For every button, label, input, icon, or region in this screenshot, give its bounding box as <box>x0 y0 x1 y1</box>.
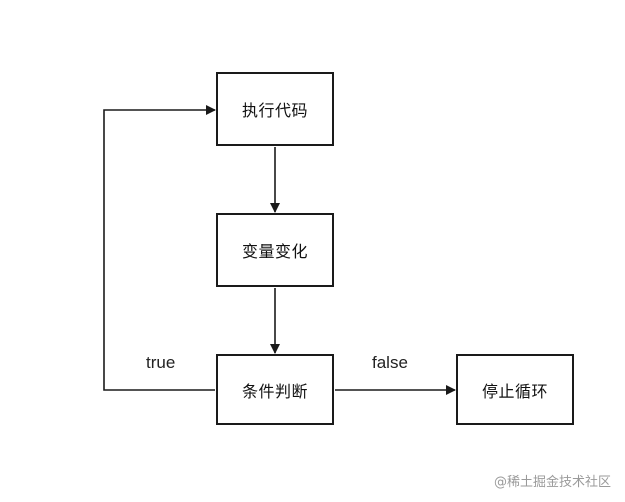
node-condition-check: 条件判断 <box>216 354 334 425</box>
watermark: @稀土掘金技术社区 <box>493 475 611 490</box>
node-variable-change: 变量变化 <box>216 213 334 287</box>
node-stop-loop: 停止循环 <box>456 354 574 425</box>
edge-condition-loop-back <box>103 105 216 391</box>
node-execute-code-label: 执行代码 <box>241 101 308 120</box>
edge-label-false: false <box>372 353 408 372</box>
node-stop-loop-label: 停止循环 <box>481 381 548 401</box>
edge-label-true: true <box>146 353 176 372</box>
node-execute-code: 执行代码 <box>216 72 334 146</box>
node-condition-check-label: 条件判断 <box>241 381 308 401</box>
node-variable-change-label: 变量变化 <box>241 242 308 261</box>
